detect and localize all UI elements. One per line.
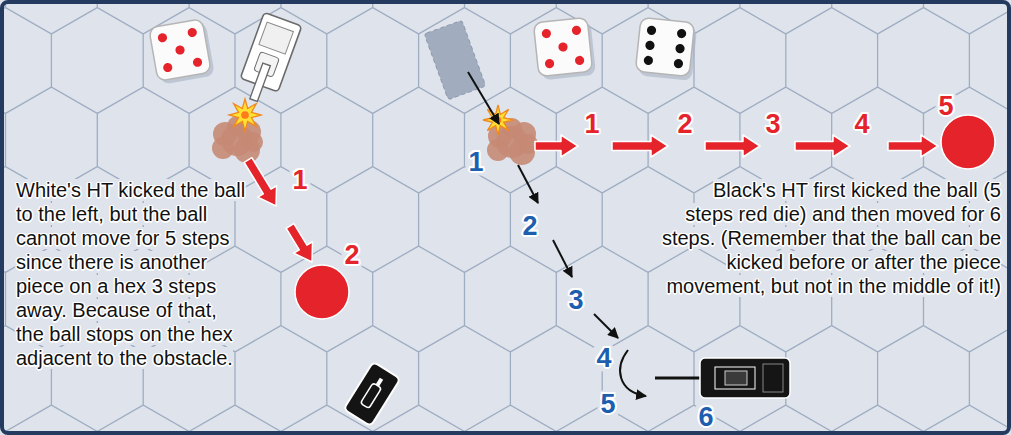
rule-note: White's HT kicked the ball to the left, …: [16, 178, 248, 370]
piece-body: [344, 362, 401, 426]
die-pip: [558, 42, 568, 52]
tank-body: [700, 358, 790, 398]
kick-arrow: [244, 158, 276, 206]
step-number: 1: [289, 167, 310, 194]
die-pip: [675, 44, 685, 54]
tank-cab: [715, 367, 755, 389]
die-pip: [645, 40, 655, 50]
white-halftrack: [235, 12, 302, 106]
step-number-box: 2: [674, 111, 695, 138]
die-face: [149, 19, 212, 82]
step-number-box: 1: [289, 167, 310, 194]
kick-burst: [483, 105, 513, 135]
step-number-box: 3: [762, 111, 783, 138]
tank-body: [240, 12, 302, 91]
die-pip: [677, 28, 687, 38]
step-number-box: 5: [935, 93, 956, 120]
turn-arrow: [620, 350, 646, 396]
die-pip: [192, 57, 203, 68]
dust-puff: [243, 132, 263, 152]
step-number-box: 2: [519, 213, 540, 240]
kick-arrow: [705, 135, 760, 157]
tank-rear: [763, 364, 783, 392]
rule-note: Black's HT first kicked the ball (5 step…: [661, 178, 1001, 298]
hex-layer: [4, 4, 1007, 431]
die-pip: [643, 55, 653, 65]
step-number: 4: [851, 111, 872, 138]
move-arrow: [553, 240, 572, 277]
kick-arrow: [795, 135, 850, 157]
tank-cab: [259, 22, 294, 54]
die-pip: [544, 59, 554, 69]
ball: [941, 115, 995, 169]
kick-arrow: [286, 224, 312, 262]
rule-text: White's HT kicked the ball to the left, …: [16, 179, 245, 369]
step-number: 1: [581, 111, 602, 138]
step-number-box: 6: [695, 404, 716, 431]
step-number-box: 5: [597, 391, 618, 418]
step-number-box: 3: [565, 287, 586, 314]
kick-arrow: [612, 135, 668, 157]
move-arrow: [594, 314, 618, 338]
step-number: 4: [593, 345, 614, 372]
hex-grid: [4, 4, 1007, 431]
kick-burst: [229, 99, 261, 131]
die-pip: [187, 27, 198, 38]
kick-arrow: [888, 135, 938, 157]
step-number-box: 4: [851, 111, 872, 138]
die-face: [533, 17, 592, 76]
tank-barrel: [655, 377, 700, 380]
kick-core: [241, 111, 249, 119]
piece-icon: [360, 383, 381, 409]
step-number: 5: [597, 391, 618, 418]
step-number-box: 2: [341, 242, 362, 269]
step-number: 5: [935, 93, 956, 120]
step-number: 3: [565, 287, 586, 314]
step-number-box: 1: [465, 149, 486, 176]
piece-icon-neck: [376, 378, 384, 387]
step-number: 6: [695, 404, 716, 431]
step-number: 1: [465, 149, 486, 176]
step-number: 2: [341, 242, 362, 269]
die: [533, 17, 596, 81]
die: [635, 17, 698, 81]
tank-turret: [725, 371, 747, 385]
step-number-box: 4: [593, 345, 614, 372]
dust-puff: [487, 139, 509, 161]
die-pip: [162, 62, 173, 73]
step-number: 2: [519, 213, 540, 240]
die-face: [635, 17, 694, 76]
die-pip: [571, 25, 581, 35]
black-halftrack: [655, 358, 790, 398]
step-number-box: 1: [581, 111, 602, 138]
die-pip: [175, 45, 186, 56]
ball: [295, 265, 349, 319]
die-pip: [673, 59, 683, 69]
rule-text: Black's HT first kicked the ball (5 step…: [662, 179, 1001, 297]
move-arrow: [518, 165, 538, 203]
die-pip: [157, 32, 168, 43]
move-arrow: [468, 72, 499, 124]
die: [149, 18, 215, 85]
dust-puff: [212, 137, 234, 159]
kick-arrow: [535, 135, 578, 157]
die-pip: [541, 28, 551, 38]
step-number: 2: [674, 111, 695, 138]
die-pip: [575, 55, 585, 65]
obstacle-piece: [344, 362, 401, 426]
tank-barrel: [250, 63, 271, 101]
die-pip: [646, 25, 656, 35]
step-number: 3: [762, 111, 783, 138]
